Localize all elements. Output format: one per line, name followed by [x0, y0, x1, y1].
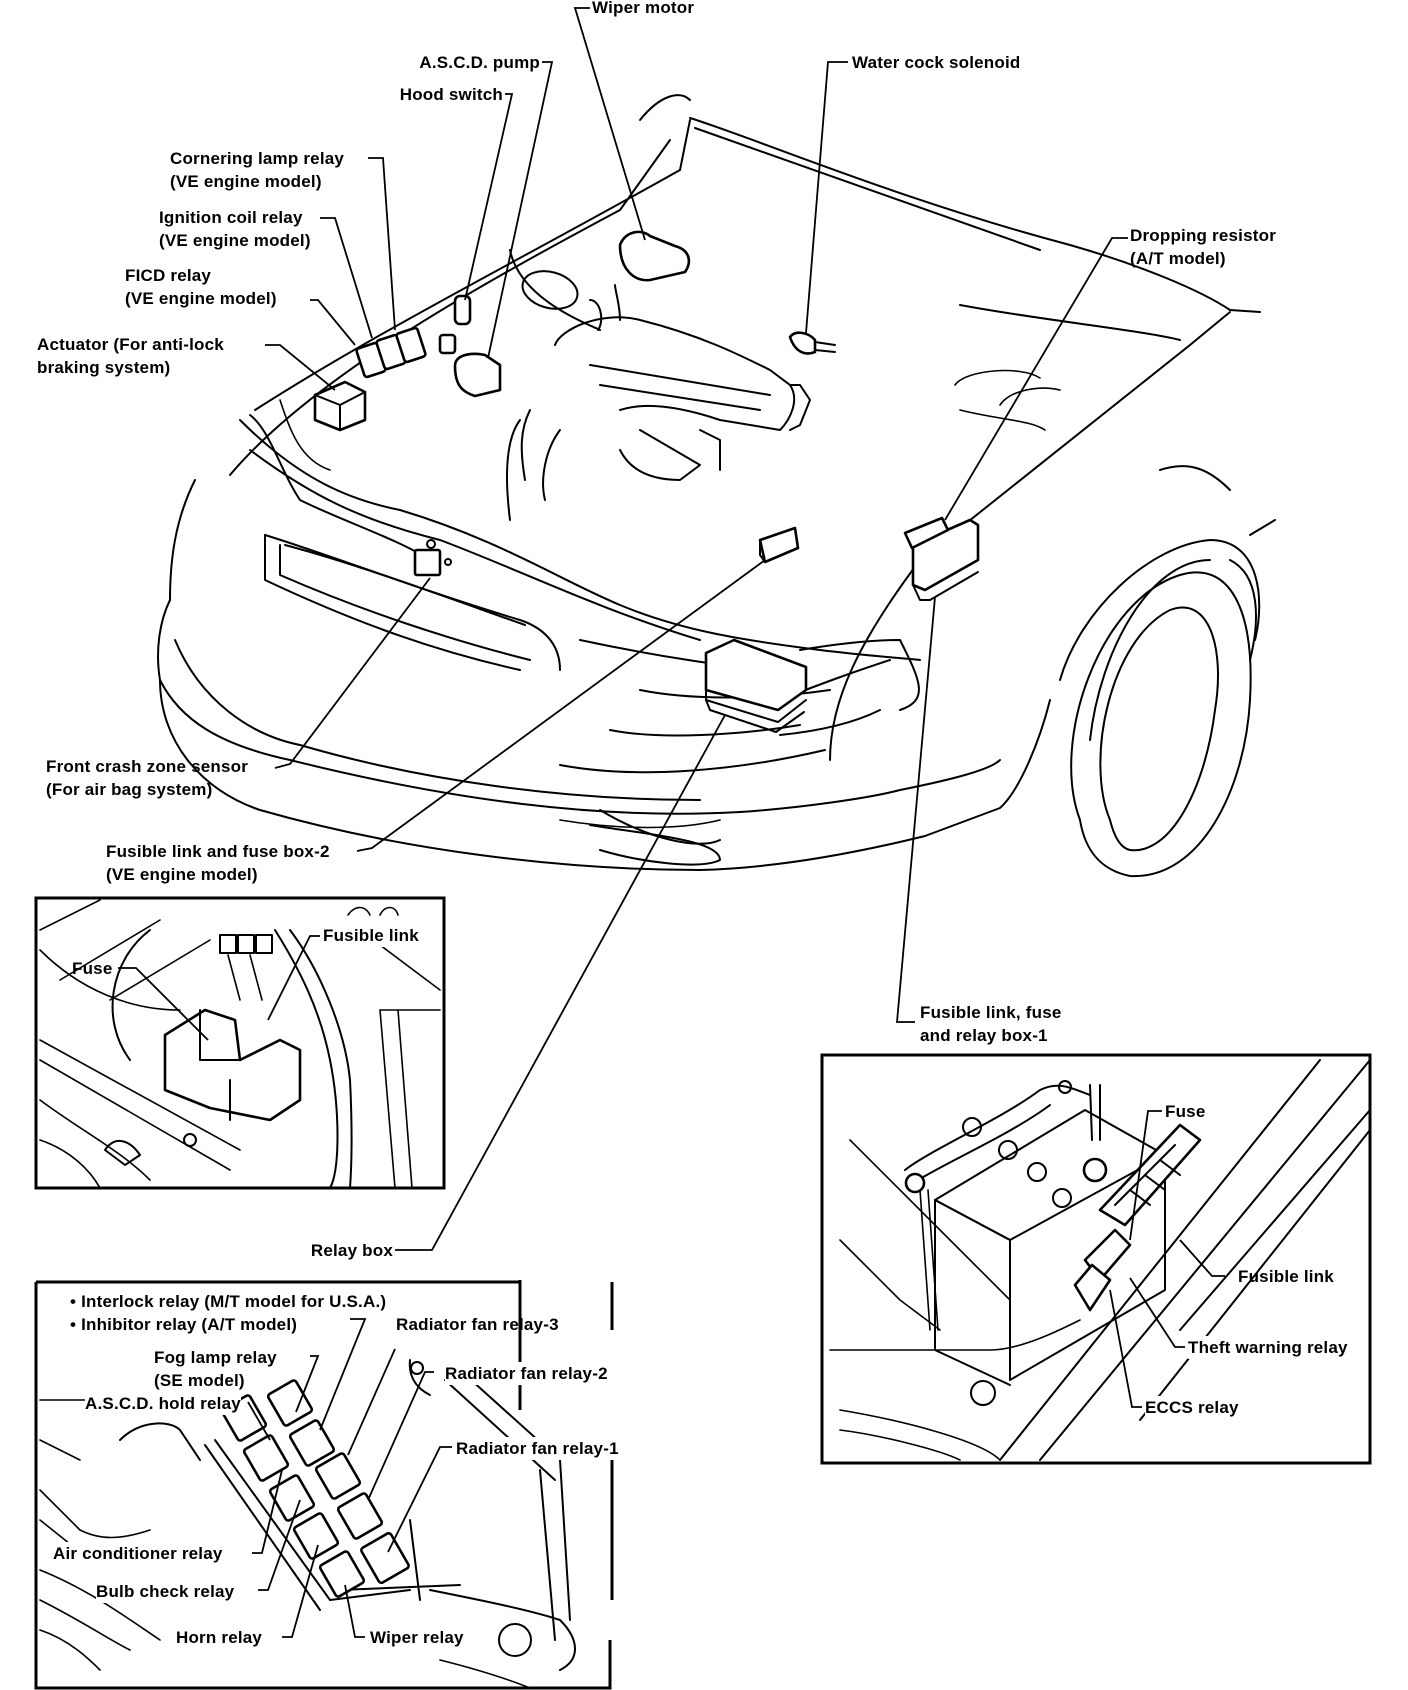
relaybox-bullet-interlock: • Interlock relay (M/T model for U.S.A.) [70, 1290, 387, 1313]
inset1-label-fuse: Fuse [1165, 1102, 1206, 1121]
label-ficd-relay: FICD relay (VE engine model) [125, 264, 277, 310]
label-front-crash-zone-sensor-line2: (For air bag system) [46, 780, 213, 799]
label-ignition-coil-relay-line1: Ignition coil relay [159, 208, 303, 227]
label-actuator: Actuator (For anti-lock braking system) [37, 333, 224, 379]
label-fusible-link-fuse-relay-box-1-line2: and relay box-1 [920, 1026, 1048, 1045]
relaybox-label-radiator-fan-relay-3: Radiator fan relay-3 [396, 1315, 559, 1334]
inset-fuse-box-2 [34, 896, 446, 1190]
relaybox-label-fog-lamp-relay-line2: (SE model) [154, 1371, 245, 1390]
relaybox-label-radiator-fan-relay-2: Radiator fan relay-2 [445, 1362, 608, 1385]
relaybox-label-ascd-hold-relay: A.S.C.D. hold relay [85, 1392, 241, 1415]
label-actuator-line1: Actuator (For anti-lock [37, 335, 224, 354]
label-fusible-link-fuse-relay-box-1: Fusible link, fuse and relay box-1 [920, 1001, 1062, 1047]
label-hood-switch: Hood switch [399, 85, 503, 104]
label-ascd-pump: A.S.C.D. pump [419, 53, 540, 72]
inset1-label-eccs-relay: ECCS relay [1145, 1396, 1239, 1419]
label-front-crash-zone-sensor-line1: Front crash zone sensor [46, 757, 249, 776]
inset2-label-fuse: Fuse [72, 959, 113, 978]
relaybox-label-air-conditioner-relay: Air conditioner relay [53, 1542, 223, 1565]
label-fusible-link-fuse-box-2-line1: Fusible link and fuse box-2 [106, 842, 330, 861]
relaybox-label-horn-relay: Horn relay [176, 1626, 263, 1649]
relaybox-label-fog-lamp-relay: Fog lamp relay (SE model) [154, 1346, 277, 1392]
label-cornering-lamp-relay: Cornering lamp relay (VE engine model) [170, 147, 344, 193]
engine-bay-items [249, 230, 980, 733]
label-fusible-link-fuse-box-2: Fusible link and fuse box-2 (VE engine m… [106, 840, 330, 886]
main-leader-lines [265, 7, 1128, 1251]
inset1-label-fusible-link: Fusible link [1238, 1267, 1334, 1286]
inset1-label-theft-warning-relay: Theft warning relay [1188, 1336, 1348, 1359]
relaybox-label-radiator-fan-relay-1: Radiator fan relay-1 [456, 1437, 619, 1460]
relay-cluster [204, 1379, 421, 1611]
label-water-cock-solenoid: Water cock solenoid [852, 53, 1021, 72]
label-dropping-resistor-line2: (A/T model) [1130, 249, 1226, 268]
label-cornering-lamp-relay-line2: (VE engine model) [170, 172, 322, 191]
relaybox-label-bulb-check-relay: Bulb check relay [96, 1580, 235, 1603]
label-relay-box: Relay box [310, 1241, 393, 1260]
label-cornering-lamp-relay-line1: Cornering lamp relay [170, 149, 345, 168]
label-wiper-motor: Wiper motor [592, 0, 695, 17]
car-body-outline [157, 94, 1276, 878]
label-dropping-resistor: Dropping resistor (A/T model) [1130, 224, 1276, 270]
inset-relay-box [34, 1280, 614, 1690]
inset-relay-box-1 [820, 1053, 1372, 1465]
label-fusible-link-fuse-box-2-line2: (VE engine model) [106, 865, 258, 884]
label-dropping-resistor-line1: Dropping resistor [1130, 226, 1277, 245]
relaybox-bullet-inhibitor: • Inhibitor relay (A/T model) [70, 1315, 298, 1334]
inset2-label-fusible-link: Fusible link [323, 924, 419, 947]
label-ignition-coil-relay-line2: (VE engine model) [159, 231, 311, 250]
label-ignition-coil-relay: Ignition coil relay (VE engine model) [159, 206, 311, 252]
label-ficd-relay-line1: FICD relay [125, 266, 212, 285]
relaybox-label-wiper-relay: Wiper relay [370, 1626, 464, 1649]
label-actuator-line2: braking system) [37, 358, 171, 377]
label-front-crash-zone-sensor: Front crash zone sensor (For air bag sys… [46, 755, 248, 801]
label-fusible-link-fuse-relay-box-1-line1: Fusible link, fuse [920, 1003, 1062, 1022]
relaybox-label-fog-lamp-relay-line1: Fog lamp relay [154, 1348, 277, 1367]
label-ficd-relay-line2: (VE engine model) [125, 289, 277, 308]
